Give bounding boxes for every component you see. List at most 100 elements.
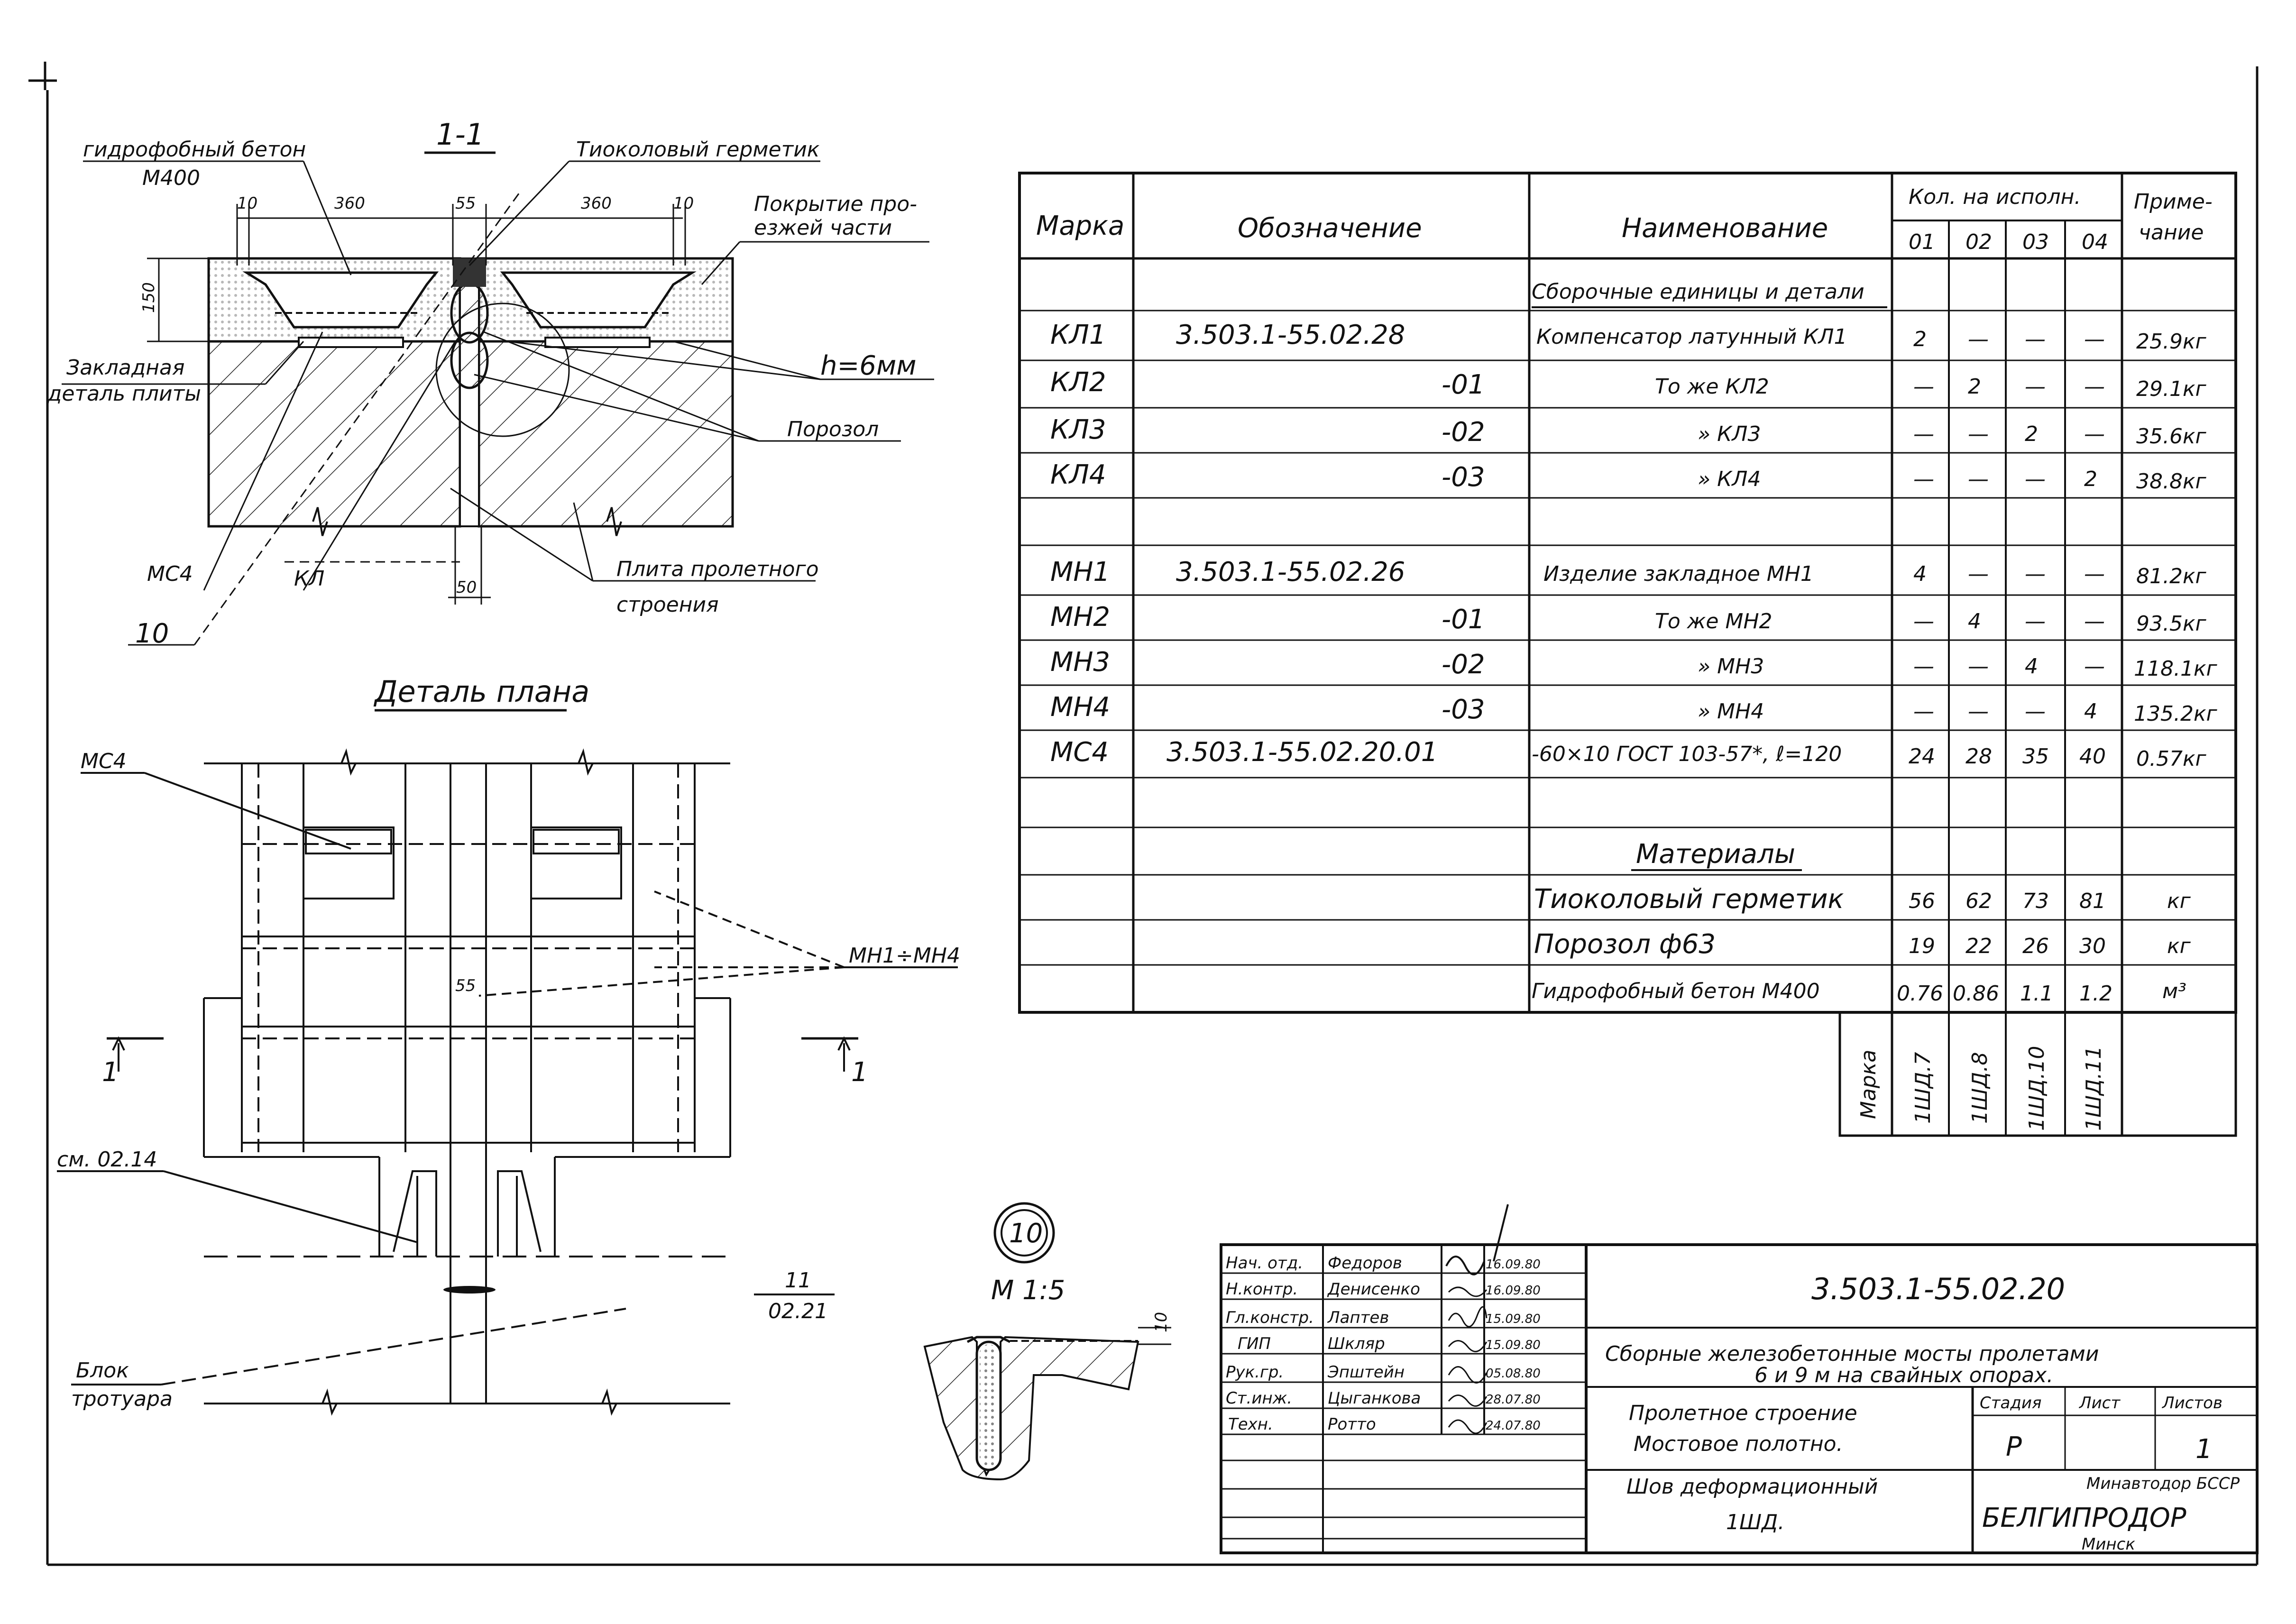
row-q3: —: [2025, 467, 2046, 491]
label-cut-left: 1: [102, 1057, 119, 1088]
row-note: 118.1кг: [2134, 657, 2218, 681]
label-block: Блок: [76, 1358, 129, 1383]
row-q1: —: [1913, 467, 1934, 491]
row-q3: —: [2025, 699, 2046, 724]
hdr-note-2: чание: [2139, 220, 2204, 245]
row-q1: —: [1913, 422, 1934, 446]
materials-rows: Тиоколовый герметик 56 62 73 81 кг Пороз…: [1532, 884, 2191, 1006]
date: 24.07.80: [1486, 1419, 1541, 1433]
row-q3: —: [2025, 327, 2046, 351]
row-note: 0.57кг: [2136, 747, 2207, 771]
row-q2: —: [1968, 327, 1989, 351]
sheet-desc-2: Мостовое полотно.: [1634, 1432, 1843, 1456]
dim-55: 55: [455, 194, 476, 213]
date: 15.09.80: [1486, 1338, 1541, 1352]
mat-note: кг: [2167, 889, 2191, 913]
row-q4: 40: [2079, 744, 2106, 769]
role: Гл.констр.: [1226, 1308, 1314, 1327]
row-designation: -02: [1442, 649, 1485, 680]
row-designation: -03: [1442, 462, 1485, 493]
row-q4: —: [2084, 375, 2105, 399]
hdr-col-01: 01: [1909, 230, 1935, 254]
hdr-qty: Кол. на исполн.: [1909, 185, 2081, 209]
mat-name: Гидрофобный бетон М400: [1532, 979, 1820, 1003]
role: Н.контр.: [1226, 1280, 1298, 1299]
row-q2: —: [1968, 467, 1989, 491]
row-q2: —: [1968, 562, 1989, 586]
row-q1: —: [1913, 375, 1934, 399]
role: Рук.гр.: [1226, 1363, 1284, 1382]
spec-rows: КЛ1 3.503.1-55.02.28 Компенсатор латунны…: [1050, 320, 2218, 771]
footer-col-4: 1ШД.11: [2082, 1046, 2106, 1131]
row-note: 38.8кг: [2136, 469, 2207, 494]
mat-q1: 19: [1909, 934, 1935, 958]
row-q2: 2: [1968, 375, 1981, 399]
section-title: 1-1: [436, 117, 484, 152]
project-title-1: Сборные железобетонные мосты пролетами: [1605, 1342, 2099, 1366]
org-city: Минск: [2082, 1535, 2135, 1554]
date: 28.07.80: [1486, 1393, 1541, 1407]
label-see-0214: см. 02.14: [57, 1147, 157, 1172]
row-q4: —: [2084, 654, 2105, 679]
row-q1: —: [1913, 654, 1934, 679]
detail-10-number: 10: [1009, 1218, 1043, 1249]
footer-col-2: 1ШД.8: [1968, 1052, 1992, 1124]
row-note: 35.6кг: [2136, 424, 2207, 449]
row-name: » КЛ4: [1698, 467, 1761, 491]
mat-q3: 73: [2022, 889, 2049, 913]
row-mark: КЛ2: [1050, 367, 1106, 398]
label-h6: h=6мм: [820, 350, 917, 381]
row-mark: МН4: [1050, 692, 1110, 723]
row-q1: —: [1913, 609, 1934, 633]
title-block: [1220, 1204, 2259, 1554]
row-q2: 28: [1965, 744, 1992, 769]
mat-q1: 56: [1909, 889, 1935, 913]
item-name: Шов деформационный: [1626, 1475, 1878, 1499]
row-q4: —: [2084, 327, 2105, 351]
row-q4: —: [2084, 422, 2105, 446]
date: 05.08.80: [1486, 1367, 1541, 1381]
role: Ст.инж.: [1226, 1389, 1292, 1408]
row-q2: —: [1968, 654, 1989, 679]
mat-name: Тиоколовый герметик: [1534, 884, 1844, 915]
role: Техн.: [1228, 1415, 1273, 1434]
row-name: » КЛ3: [1698, 422, 1761, 446]
detail-10-scale: М 1:5: [991, 1275, 1065, 1306]
label-embedded: Закладная: [66, 356, 184, 380]
org-name: БЕЛГИПРОДОР: [1982, 1503, 2186, 1533]
row-name: То же МН2: [1655, 609, 1773, 633]
stage-label: Стадия: [1980, 1394, 2041, 1413]
row-name: -60×10 ГОСТ 103-57*, ℓ=120: [1532, 742, 1842, 766]
row-q2: —: [1968, 422, 1989, 446]
mat-q3: 1.1: [2020, 982, 2053, 1006]
label-ref-11: 11: [785, 1268, 811, 1293]
label-ref-0221: 02.21: [768, 1299, 828, 1323]
drawing-code: 3.503.1-55.02.20: [1811, 1272, 2065, 1306]
mat-q3: 26: [2022, 934, 2049, 958]
row-q4: —: [2084, 562, 2105, 586]
row-q3: 4: [2025, 654, 2038, 679]
footer-marks: Марка 1ШД.7 1ШД.8 1ШД.10 1ШД.11: [1856, 1046, 2106, 1131]
label-porozol: Порозол: [787, 417, 879, 441]
person: Денисенко: [1327, 1280, 1420, 1299]
label-embedded-2: деталь плиты: [47, 382, 201, 406]
label-plate-2: строения: [616, 593, 719, 617]
dim-50: 50: [456, 578, 477, 597]
person: Ротто: [1328, 1415, 1376, 1434]
row-mark: КЛ3: [1050, 414, 1106, 445]
row-note: 135.2кг: [2134, 702, 2218, 726]
mat-name: Порозол ф63: [1534, 929, 1716, 960]
mat-q1: 0.76: [1897, 982, 1943, 1006]
porozol-cord-lower: [450, 331, 489, 389]
detail-10-dim: 10: [1152, 1312, 1171, 1332]
row-q3: —: [2025, 609, 2046, 633]
row-name: » МН3: [1698, 654, 1764, 679]
mat-q2: 0.86: [1953, 982, 1999, 1006]
label-thiokol: Тиоколовый герметик: [576, 138, 820, 162]
mat-note: м³: [2162, 979, 2186, 1003]
row-note: 29.1кг: [2136, 377, 2207, 401]
plan-title: Деталь плана: [373, 674, 589, 709]
person: Эпштейн: [1327, 1363, 1405, 1382]
label-m400: М400: [142, 166, 200, 190]
